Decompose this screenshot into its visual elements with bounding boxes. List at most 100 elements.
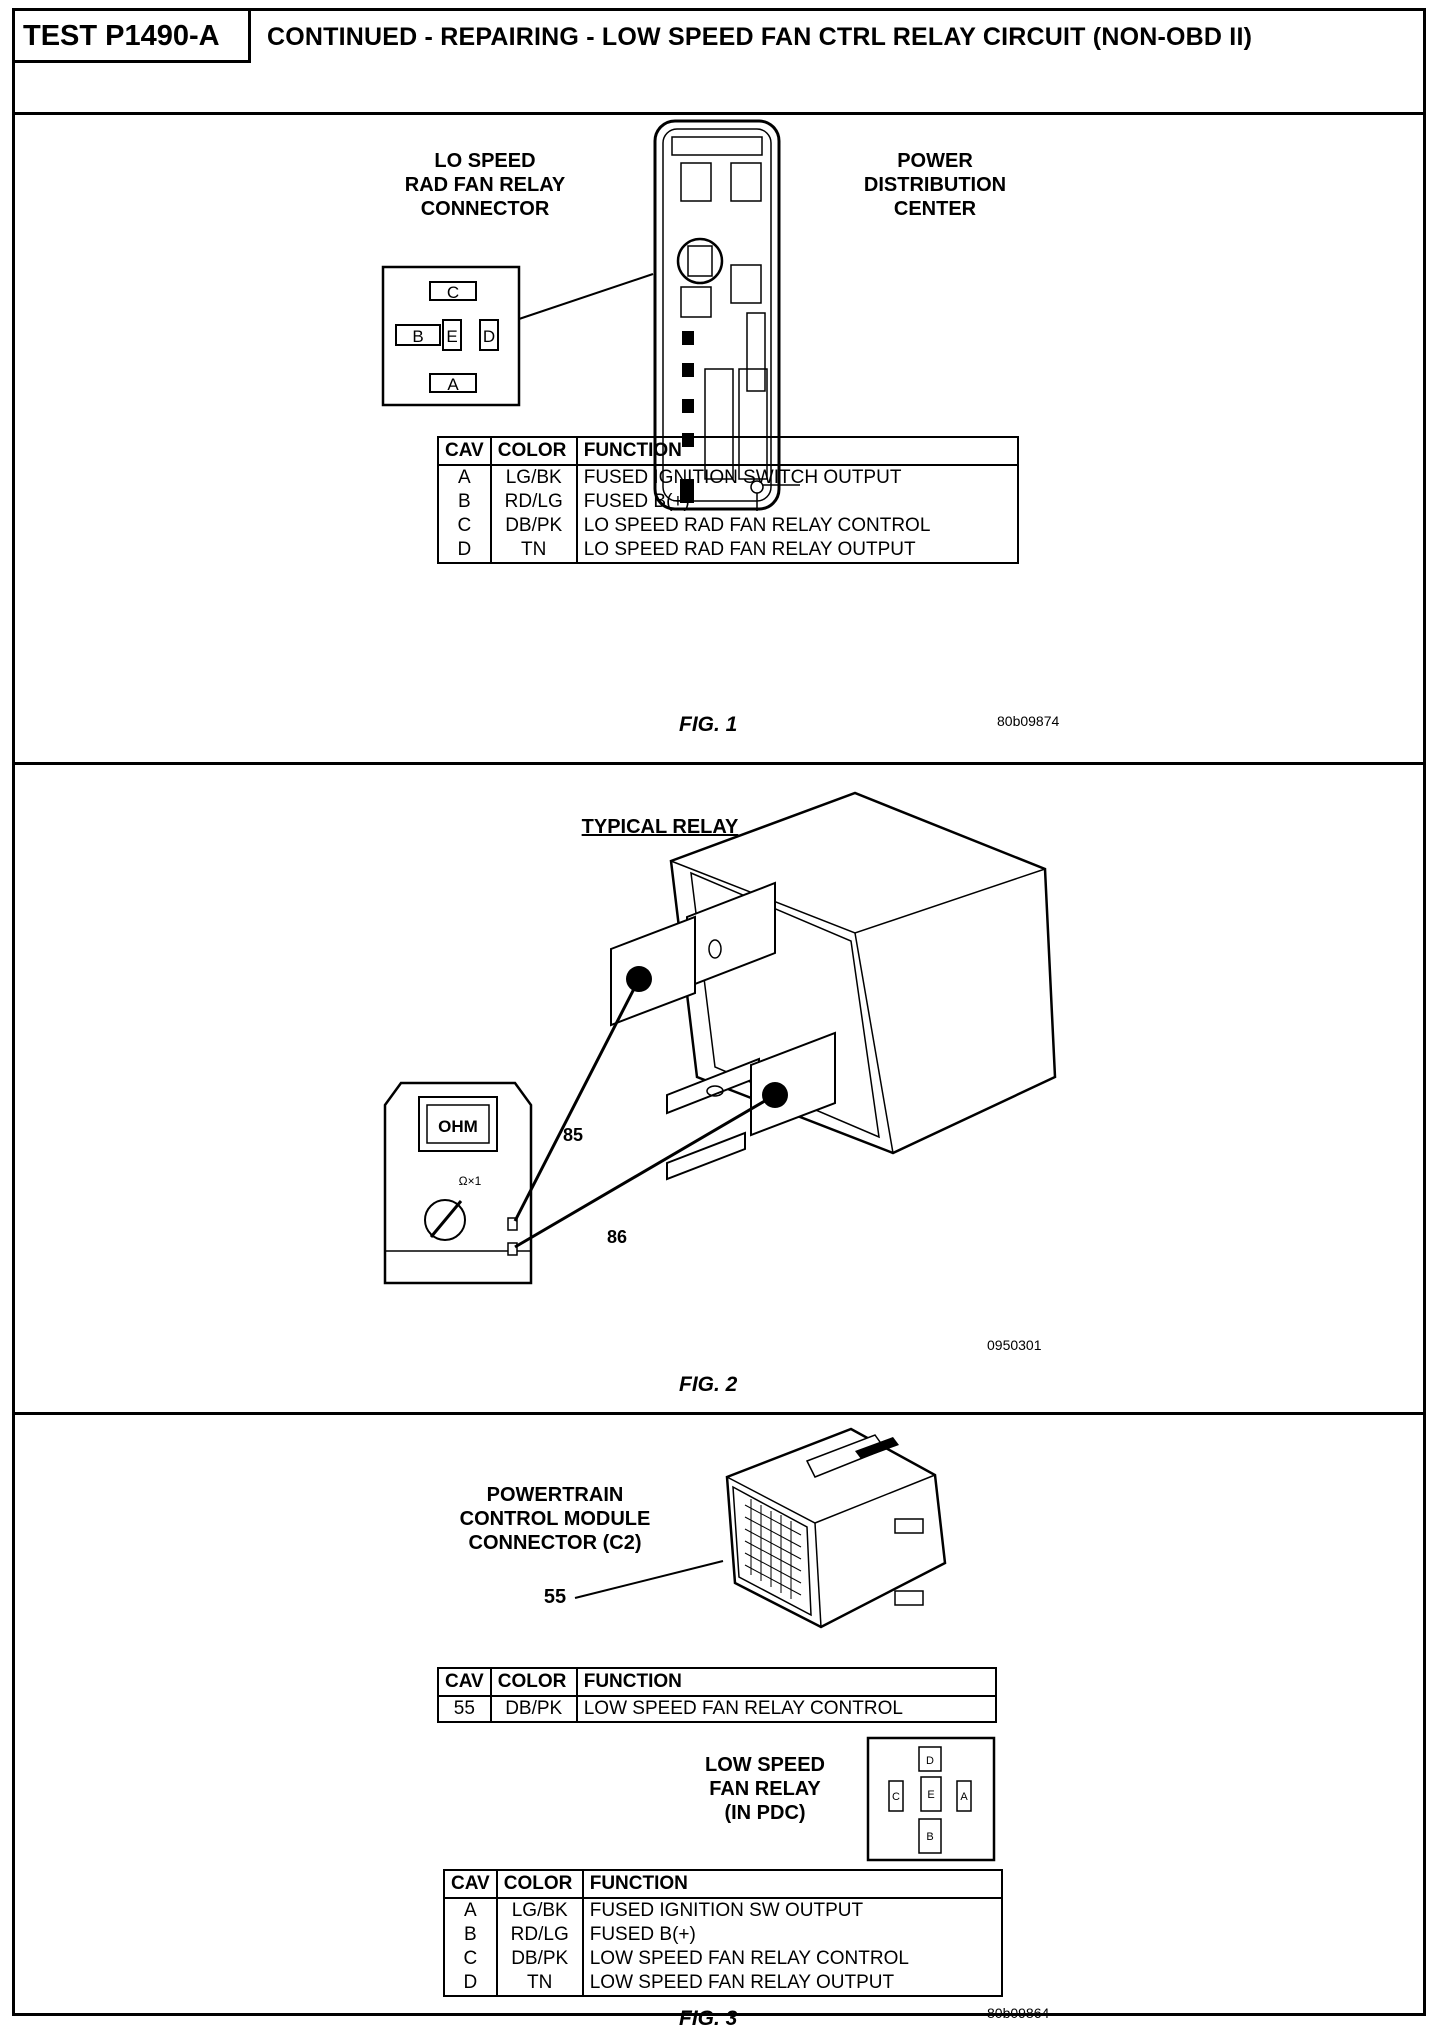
- pcm-connector-drawing: [574, 1427, 947, 1629]
- cell-color: RD/LG: [495, 1923, 584, 1947]
- pin-a-label: A: [447, 375, 459, 394]
- figure-2-caption: FIG. 2: [679, 1373, 738, 1396]
- figure-3-caption: FIG. 3: [679, 2007, 738, 2030]
- pdc-label-line: POWER: [897, 150, 973, 172]
- cell-cav: C: [443, 1947, 498, 1971]
- cell-cav: B: [443, 1923, 498, 1947]
- figure-1-caption: FIG. 1: [679, 713, 738, 736]
- relay-label-line: LOW SPEED: [704, 1754, 825, 1776]
- connector-label: LO SPEED RAD FAN RELAY CONNECTOR: [355, 149, 615, 221]
- low-speed-relay-label: LOW SPEED FAN RELAY (IN PDC): [675, 1753, 855, 1825]
- relay-body: [669, 791, 1057, 1155]
- relay-pin-a: A: [960, 1791, 968, 1803]
- relay-pinout-drawing: D C E A B: [866, 1736, 996, 1862]
- meter-display-text: OHM: [438, 1117, 478, 1136]
- figure-2-code: 0950301: [987, 1337, 1042, 1353]
- pcm-label-line: CONTROL MODULE: [459, 1508, 651, 1530]
- cell-color: LG/BK: [495, 1898, 584, 1923]
- cell-color: DB/PK: [495, 1947, 584, 1971]
- cell-color: RD/LG: [489, 490, 578, 514]
- figure-3-code: 80b09864: [987, 2005, 1050, 2021]
- table-header-cav: CAV: [443, 1869, 498, 1899]
- table-header-function: FUNCTION: [581, 1869, 1004, 1899]
- pin-c-label: C: [447, 283, 459, 302]
- relay-label-line: FAN RELAY: [709, 1778, 821, 1800]
- meter-range-text: Ω×1: [459, 1174, 482, 1188]
- pin-d-label: D: [483, 327, 495, 346]
- cell-function: LOW SPEED FAN RELAY OUTPUT: [581, 1971, 1004, 1997]
- page-title: CONTINUED - REPAIRING - LOW SPEED FAN CT…: [267, 23, 1253, 51]
- cell-color: TN: [495, 1971, 584, 1997]
- connector-leader-line: [518, 273, 654, 320]
- connector-label-line: LO SPEED: [434, 150, 536, 172]
- cell-function: FUSED B(+): [581, 1923, 1004, 1947]
- table-header-cav: CAV: [437, 1667, 492, 1697]
- pcm-connector-label: POWERTRAIN CONTROL MODULE CONNECTOR (C2): [435, 1483, 675, 1555]
- test-lead-85: [513, 978, 641, 1222]
- cell-function: LO SPEED RAD FAN RELAY OUTPUT: [575, 538, 1020, 564]
- figure-2-panel: TYPICAL RELAY: [15, 765, 1423, 1415]
- table-header-cav: CAV: [437, 436, 492, 466]
- cell-function: FUSED IGNITION SWITCH OUTPUT: [575, 465, 1020, 490]
- cell-cav: C: [437, 514, 492, 538]
- terminal-86-label: 86: [607, 1227, 627, 1247]
- connector-label-line: CONNECTOR: [420, 198, 550, 220]
- test-lead-86: [514, 1093, 776, 1249]
- relay-location-circle: [676, 237, 724, 285]
- pcm-connector: [725, 1427, 947, 1629]
- relay-terminals: [610, 881, 836, 1181]
- connector-label-line: RAD FAN RELAY: [404, 174, 566, 196]
- cell-function: FUSED B(+): [575, 490, 1020, 514]
- pdc-label-line: DISTRIBUTION: [863, 174, 1007, 196]
- pcm-label-line: POWERTRAIN: [486, 1484, 624, 1506]
- pin-55-leader-line: [574, 1560, 724, 1599]
- cell-function: FUSED IGNITION SW OUTPUT: [581, 1898, 1004, 1923]
- table-header-color: COLOR: [489, 1667, 578, 1697]
- pcm-label-line: CONNECTOR (C2): [468, 1532, 642, 1554]
- pdc-label-line: CENTER: [893, 198, 977, 220]
- relay-pin-d: D: [926, 1755, 934, 1767]
- cell-color: LG/BK: [489, 465, 578, 490]
- figure-2-drawing: OHM Ω×1 85 86: [383, 791, 1057, 1285]
- table-header-function: FUNCTION: [575, 436, 1020, 466]
- cell-color: TN: [489, 538, 578, 564]
- relay-pin-e: E: [927, 1789, 934, 1801]
- service-manual-page: TEST P1490-A CONTINUED - REPAIRING - LOW…: [12, 8, 1426, 2030]
- cell-cav: A: [437, 465, 492, 490]
- table-header-color: COLOR: [495, 1869, 584, 1899]
- cell-cav: 55: [437, 1695, 492, 1723]
- figure-3-panel: POWERTRAIN CONTROL MODULE CONNECTOR (C2)…: [15, 1415, 1423, 2030]
- terminal-85-label: 85: [563, 1125, 583, 1145]
- cell-color: DB/PK: [489, 1695, 578, 1723]
- cell-cav: D: [437, 538, 492, 564]
- relay-connector-face: C B E D A: [381, 265, 521, 407]
- relay-pin-b: B: [926, 1831, 933, 1843]
- cell-cav: B: [437, 490, 492, 514]
- pin-b-label: B: [412, 327, 423, 346]
- ohmmeter: OHM Ω×1: [383, 1081, 533, 1285]
- relay-title: TYPICAL RELAY: [581, 816, 739, 838]
- test-id: TEST P1490-A: [15, 11, 251, 63]
- pdc-label: POWER DISTRIBUTION CENTER: [835, 149, 1035, 221]
- pin-55-callout: 55: [543, 1586, 567, 1608]
- cell-function: LOW SPEED FAN RELAY CONTROL: [581, 1947, 1004, 1971]
- cell-cav: A: [443, 1898, 498, 1923]
- pin-e-label: E: [446, 327, 457, 346]
- cell-color: DB/PK: [489, 514, 578, 538]
- cell-function: LO SPEED RAD FAN RELAY CONTROL: [575, 514, 1020, 538]
- cell-function: LOW SPEED FAN RELAY CONTROL: [575, 1695, 998, 1723]
- cell-cav: D: [443, 1971, 498, 1997]
- relay-pin-c: C: [892, 1791, 900, 1803]
